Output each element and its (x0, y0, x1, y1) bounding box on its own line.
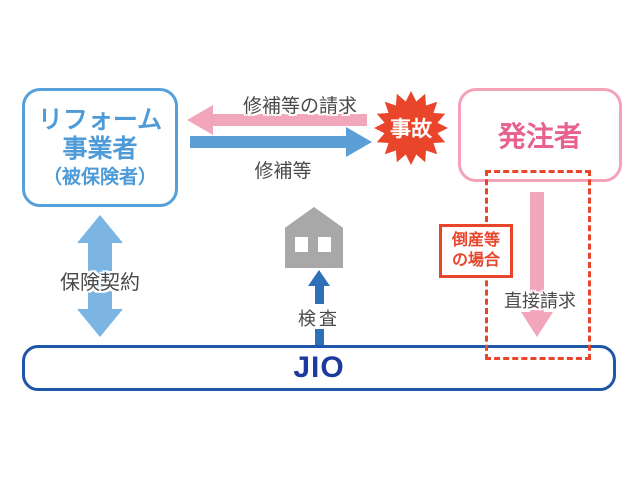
house-window-right (318, 237, 331, 252)
starburst-shape (374, 91, 448, 165)
accident-label: 事故 (390, 118, 432, 141)
repair-arrowhead-icon (346, 127, 372, 157)
house-icon (285, 207, 343, 268)
accident-starburst-icon: 事故 (373, 90, 449, 166)
direct-claim-arrowhead-icon (521, 312, 553, 337)
bankruptcy-case-box: 倒産等 の場合 (439, 224, 513, 278)
claim-arrowhead-icon (187, 105, 213, 135)
inspection-arrowhead-icon (308, 270, 330, 286)
direct-claim-label: 直接請求 (504, 291, 576, 311)
insurance-arrow-shaft (88, 241, 112, 311)
jio-bar: JIO (22, 345, 616, 391)
repair-arrow-label: 修補等 (254, 161, 312, 182)
reform-company-label-line3: （被保険者） (42, 166, 157, 188)
inspection-label: 検査 (298, 309, 340, 329)
inspection-arrow-shaft-lower (315, 329, 324, 347)
claim-arrow-left-icon (187, 105, 367, 135)
house-window-left (295, 237, 308, 252)
orderer-label: 発注者 (497, 121, 582, 152)
direct-claim-arrow-shaft (530, 192, 544, 315)
insurance-contract-double-arrow-icon (77, 215, 123, 337)
claim-arrow-label: 修補等の請求 (242, 96, 357, 117)
bankruptcy-case-line2: の場合 (451, 252, 500, 269)
insurance-contract-label: 保険契約 (60, 272, 140, 294)
bankruptcy-case-line1: 倒産等 (451, 232, 500, 249)
reform-company-box: リフォーム 事業者 （被保険者） (22, 88, 178, 207)
jio-label: JIO (293, 351, 345, 384)
inspection-arrow-shaft-upper (315, 286, 324, 304)
reform-company-label-line2: 事業者 (62, 134, 138, 163)
claim-arrow-shaft (211, 114, 367, 126)
repair-arrow-right-icon (190, 127, 372, 157)
repair-arrow-shaft (190, 136, 346, 148)
reform-company-label-line1: リフォーム (37, 105, 163, 134)
orderer-box: 発注者 (458, 88, 622, 182)
direct-claim-arrow-icon (521, 192, 553, 337)
insurance-arrowhead-down-icon (77, 309, 123, 337)
insurance-arrowhead-up-icon (77, 215, 123, 243)
